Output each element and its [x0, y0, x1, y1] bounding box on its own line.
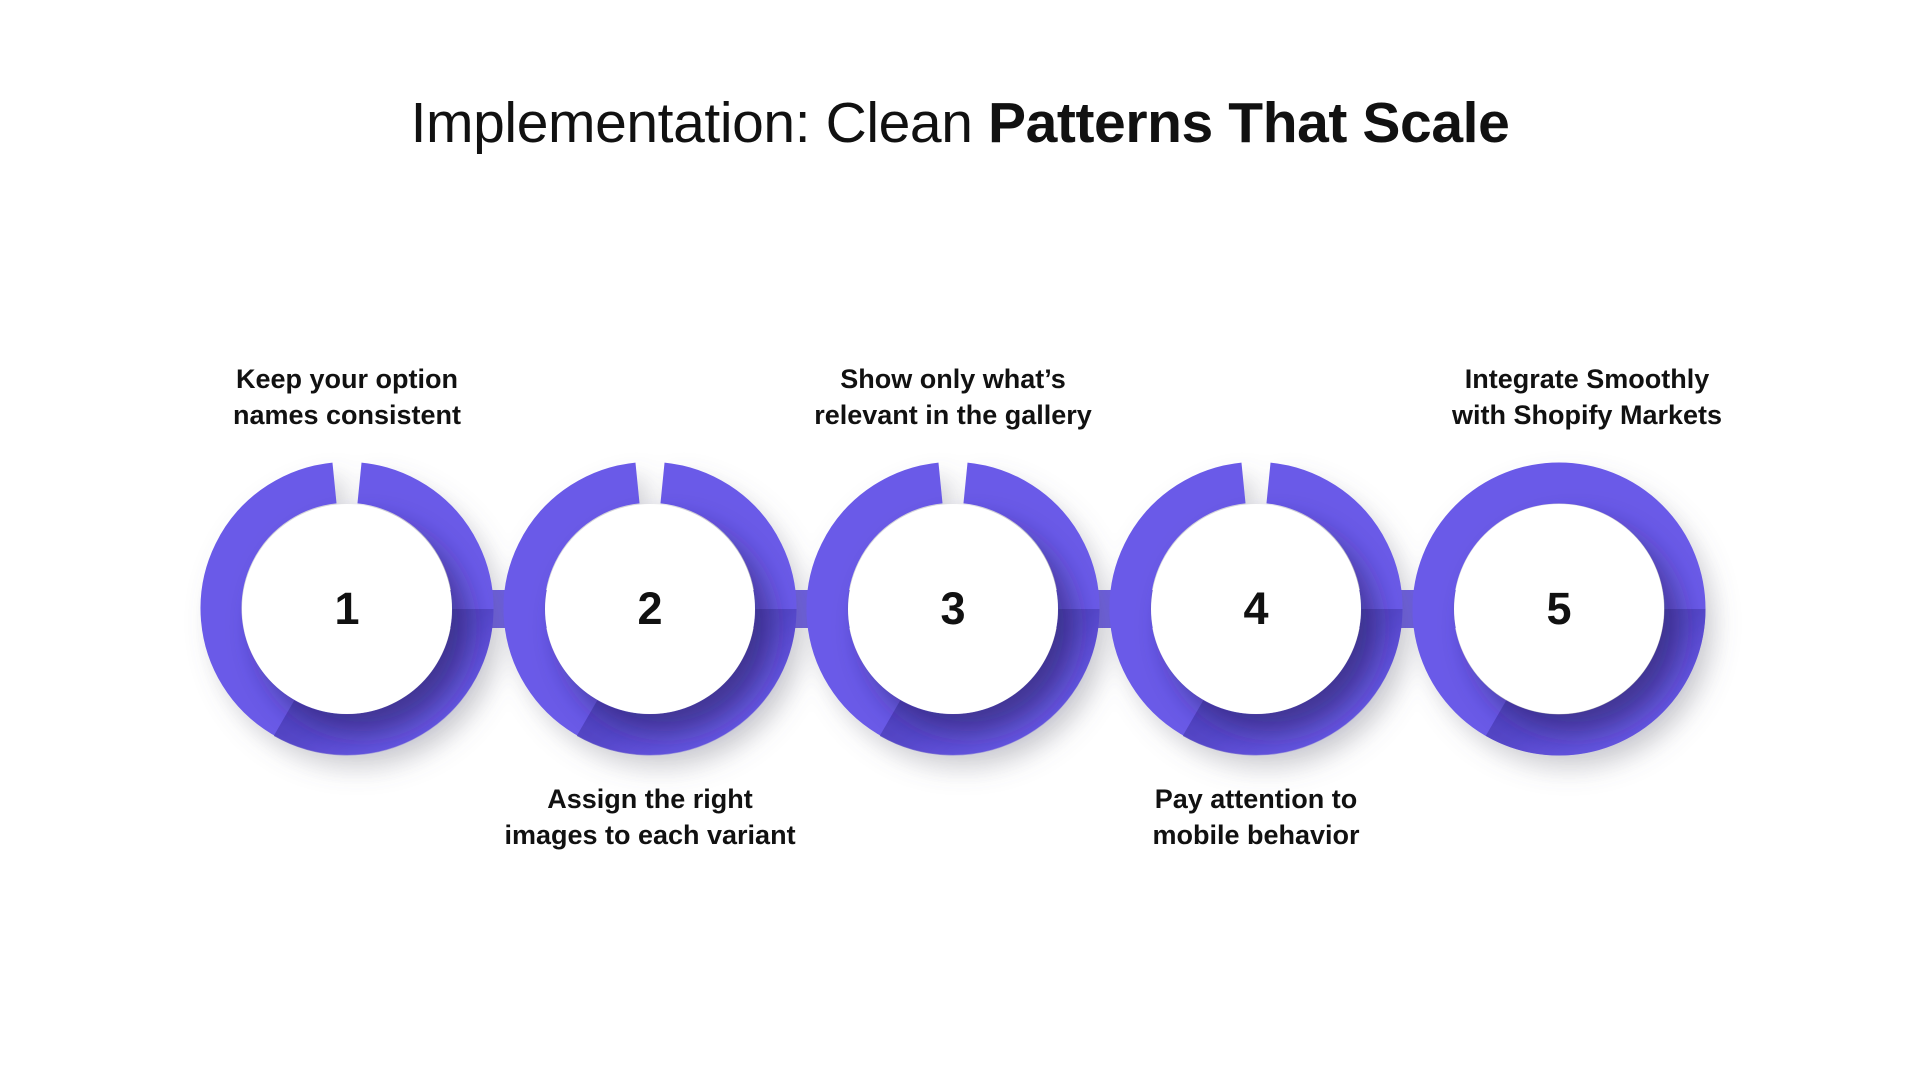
title-text: Implementation: Clean Patterns That Scal…	[411, 91, 1510, 155]
step-caption-3: Show only what’s relevant in the gallery	[814, 364, 1092, 430]
title-bold-part: Patterns That Scale	[987, 91, 1510, 155]
step-caption-1: Keep your option names consistent	[232, 364, 462, 430]
title-regular-part: Implementation: Clean	[410, 91, 988, 155]
step-disc-face-2	[546, 505, 754, 713]
step-disc-face-1	[243, 505, 451, 713]
page-title: Implementation: Clean Patterns That Scal…	[0, 92, 1920, 155]
step-caption-2: Assign the right images to each variant	[504, 784, 796, 850]
step-disc-face-3	[849, 505, 1057, 713]
step-disc-faces	[243, 505, 1663, 713]
step-caption-5: Integrate Smoothly with Shopify Markets	[1451, 364, 1723, 430]
step-disc-face-4	[1152, 505, 1360, 713]
step-caption-4: Pay attention to mobile behavior	[1152, 784, 1360, 850]
step-disc-face-5	[1455, 505, 1663, 713]
